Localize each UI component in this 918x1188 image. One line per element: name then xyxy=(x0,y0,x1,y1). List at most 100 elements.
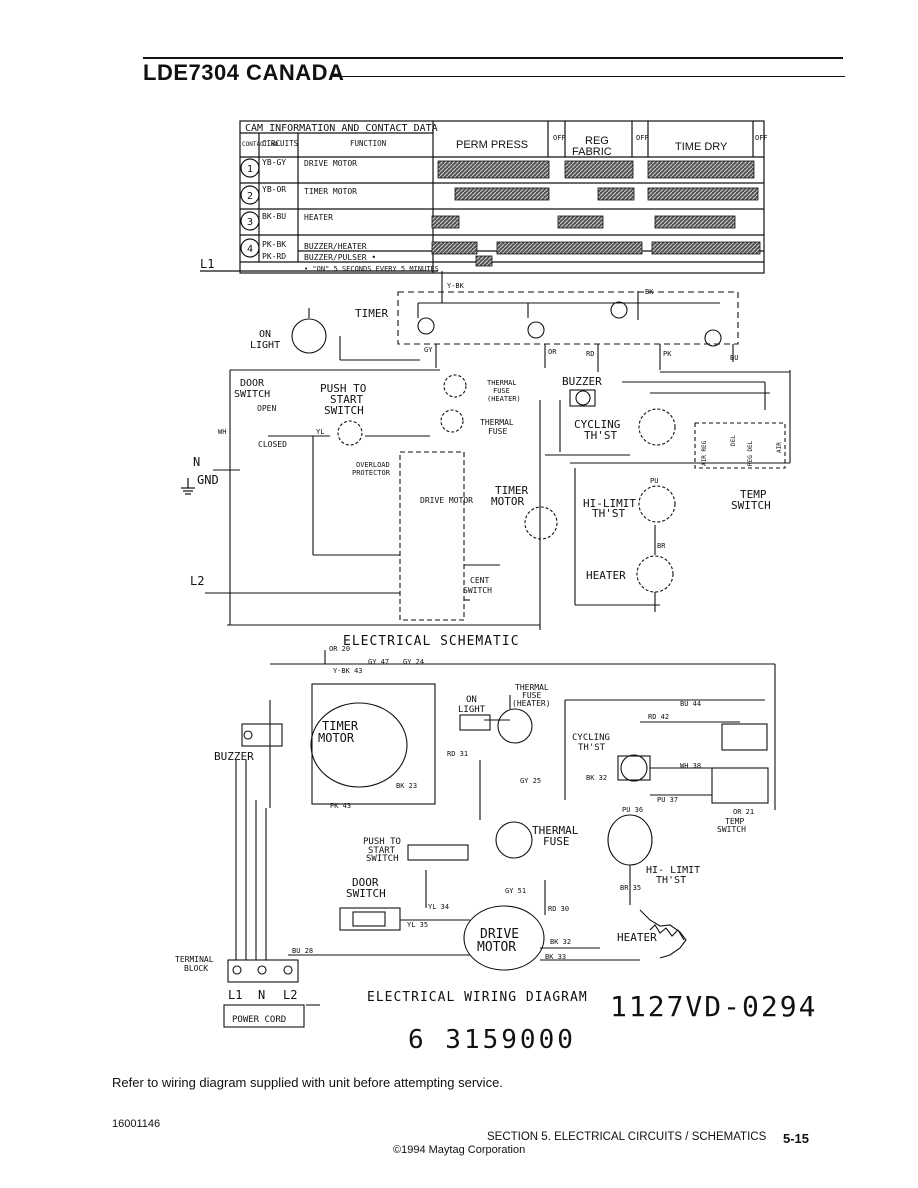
sch-air-reg: AIR REG xyxy=(701,440,708,466)
cam-row-5-function: BUZZER/PULSER • xyxy=(304,253,376,262)
wd-tm-1: TIMER xyxy=(322,719,359,733)
wd-bk32b: BK 32 xyxy=(586,774,607,782)
cam-off-2: OFF xyxy=(636,134,649,142)
cam-table-text: CAM INFORMATION AND CONTACT DATA CONTACT… xyxy=(242,123,768,273)
sch-l2: L2 xyxy=(190,574,204,588)
sch-on-light-2: LIGHT xyxy=(250,340,280,351)
wd-tb-2: BLOCK xyxy=(184,964,208,973)
header-rule-right xyxy=(333,76,845,77)
cam-row-circles xyxy=(240,158,260,258)
sch-bk: BK xyxy=(645,288,654,296)
wd-n: N xyxy=(258,988,265,1002)
sch-temp-2: SWITCH xyxy=(731,499,771,512)
sch-tfh-1: THERMAL xyxy=(487,379,517,387)
wd-bu28: BU 28 xyxy=(292,947,313,955)
wiring-caption: ELECTRICAL WIRING DIAGRAM xyxy=(367,990,588,1005)
wd-bk33: BK 33 xyxy=(545,953,566,961)
cam-row-3-no: 3 xyxy=(247,217,253,228)
wd-pts-3: SWITCH xyxy=(366,854,399,864)
service-note: Refer to wiring diagram supplied with un… xyxy=(112,1075,503,1090)
wd-pts-2: START xyxy=(368,846,396,856)
wd-tfh-2: FUSE xyxy=(522,691,541,700)
sch-br: BR xyxy=(657,542,666,550)
cam-table xyxy=(239,120,765,274)
wd-tfh-1: THERMAL xyxy=(515,683,549,692)
cam-table-title: CAM INFORMATION AND CONTACT DATA xyxy=(245,123,438,134)
wd-pu36: PU 36 xyxy=(622,806,643,814)
cam-off-3: OFF xyxy=(755,134,768,142)
cam-off-1: OFF xyxy=(553,134,566,142)
sch-bu: BU xyxy=(730,354,738,362)
sch-pts-3: SWITCH xyxy=(324,404,364,417)
sch-tf-1: THERMAL xyxy=(480,418,514,427)
wd-tf-1: THERMAL xyxy=(532,824,579,837)
wd-dm-1: DRIVE xyxy=(480,927,519,942)
wiring-text: BUZZER TIMER MOTOR ON LIGHT THERMAL FUSE… xyxy=(175,645,754,1025)
wd-hl-1: HI- LIMIT xyxy=(646,865,700,876)
section-footer: SECTION 5. ELECTRICAL CIRCUITS / SCHEMAT… xyxy=(487,1131,767,1143)
wd-tfh-3: (HEATER) xyxy=(512,699,551,708)
sch-timer: TIMER xyxy=(355,307,388,320)
sch-tfh-2: FUSE xyxy=(493,387,510,395)
sch-tf-2: FUSE xyxy=(488,427,507,436)
cam-col-time-dry: TIME DRY xyxy=(675,141,728,153)
cam-row-2-function: TIMER MOTOR xyxy=(304,187,357,196)
cam-footnote: • "ON" 5 SECONDS EVERY 5 MINUTES xyxy=(304,265,439,273)
cam-row-1-no: 1 xyxy=(247,164,253,175)
sch-pk: PK xyxy=(663,350,672,358)
sch-hl-2: TH'ST xyxy=(592,507,625,520)
sch-rd: RD xyxy=(586,350,594,358)
sch-heater: HEATER xyxy=(586,569,626,582)
cam-row-4-function: BUZZER/HEATER xyxy=(304,242,367,251)
cam-col-reg-2: FABRIC xyxy=(572,146,612,158)
sch-reg-del: REG DEL xyxy=(747,440,754,466)
sch-gnd: GND xyxy=(197,473,219,487)
wd-gy47: GY 47 xyxy=(368,658,389,666)
page-title: LDE7304 CANADA xyxy=(143,60,345,85)
sch-l1: L1 xyxy=(200,257,214,271)
sch-closed: CLOSED xyxy=(258,440,287,449)
wd-cyc-1: CYCLING xyxy=(572,733,610,743)
wd-pk43: PK 43 xyxy=(330,802,351,810)
document-number: 16001146 xyxy=(112,1118,161,1130)
sch-n: N xyxy=(193,455,200,469)
sch-cent-2: SWITCH xyxy=(463,586,492,595)
wd-or21: OR 21 xyxy=(733,808,754,816)
wd-br35: BR 35 xyxy=(620,884,641,892)
wd-pts-1: PUSH TO xyxy=(363,837,401,847)
sch-pts-1: PUSH TO xyxy=(320,382,366,395)
sch-buzzer: BUZZER xyxy=(562,375,602,388)
cam-row-3-circuit: BK-BU xyxy=(262,212,286,221)
schematic-lines xyxy=(205,271,791,630)
cam-col-function: FUNCTION xyxy=(350,139,386,148)
cam-bars xyxy=(431,160,761,267)
wd-or20: OR 20 xyxy=(329,645,350,653)
sch-door-2: SWITCH xyxy=(234,389,270,400)
wd-wh38: WH 38 xyxy=(680,762,701,770)
header-rule xyxy=(143,57,843,59)
sch-hl-1: HI-LIMIT xyxy=(583,497,636,510)
cam-row-2-no: 2 xyxy=(247,191,253,202)
cam-row-5-circuit: PK-RD xyxy=(262,252,286,261)
wd-door-1: DOOR xyxy=(352,876,379,889)
wd-yl34: YL 34 xyxy=(428,903,449,911)
part-number: 6 3159000 xyxy=(408,1025,576,1055)
wd-temp-2: SWITCH xyxy=(717,825,746,834)
schematic-caption: ELECTRICAL SCHEMATIC xyxy=(343,634,520,649)
page-number: 5-15 xyxy=(783,1131,810,1146)
cam-col-circuits: CIRCUITS xyxy=(262,139,299,148)
sch-yl: YL xyxy=(316,428,324,436)
sch-wh: WH xyxy=(218,428,226,436)
sch-cyc-1: CYCLING xyxy=(574,418,620,431)
sch-tm-1: TIMER xyxy=(495,484,528,497)
wd-ybk43: Y-BK 43 xyxy=(333,667,363,675)
wd-hl-2: TH'ST xyxy=(656,875,686,886)
sch-cent-1: CENT xyxy=(470,576,489,585)
cam-col-reg-1: REG xyxy=(585,135,609,147)
sch-or: OR xyxy=(548,348,557,356)
sch-y-bk: Y-BK xyxy=(447,282,465,290)
sch-on-light-1: ON xyxy=(259,329,271,340)
sch-tfh-3: (HEATER) xyxy=(487,395,521,403)
sch-cyc-2: TH'ST xyxy=(584,429,617,442)
